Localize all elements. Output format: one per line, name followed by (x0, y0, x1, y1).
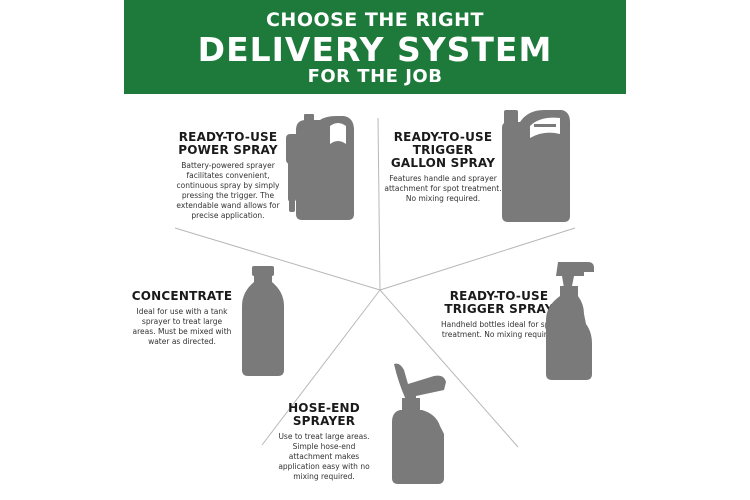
header-line-1: CHOOSE THE RIGHT (265, 9, 485, 31)
section-title: READY-TO-USE TRIGGER GALLON SPRAY (390, 130, 496, 170)
hose-end-sprayer-icon (392, 363, 446, 484)
section-trigger-spray: READY-TO-USE TRIGGER SPRAY Handheld bott… (440, 290, 558, 340)
section-trigger-gallon-spray: READY-TO-USE TRIGGER GALLON SPRAY Featur… (384, 131, 502, 204)
divider-upper-left (174, 227, 381, 291)
section-description: Features handle and sprayer attachment f… (384, 174, 502, 203)
gallon-jug-icon (502, 110, 570, 222)
section-power-spray: READY-TO-USE POWER SPRAY Battery-powered… (172, 131, 284, 221)
divider-top (377, 117, 381, 291)
section-description: Battery-powered sprayer facilitates conv… (176, 161, 280, 220)
section-description: Handheld bottles ideal for spot treatmen… (441, 320, 557, 339)
section-title: HOSE-END SPRAYER (288, 401, 360, 428)
section-hose-end-sprayer: HOSE-END SPRAYER Use to treat large area… (270, 402, 378, 482)
section-description: Ideal for use with a tank sprayer to tre… (132, 307, 232, 346)
concentrate-bottle-icon (242, 266, 284, 376)
header-title: DELIVERY SYSTEM (197, 30, 553, 69)
divider-lower-right (379, 289, 519, 448)
divider-lower-left (261, 289, 381, 446)
power-spray-jug-icon (286, 114, 354, 220)
section-title: CONCENTRATE (131, 289, 233, 303)
section-title: READY-TO-USE POWER SPRAY (178, 130, 278, 157)
header-line-3: FOR THE JOB (307, 66, 443, 87)
section-description: Use to treat large areas. Simple hose-en… (278, 432, 370, 481)
header-banner: CHOOSE THE RIGHT DELIVERY SYSTEM FOR THE… (124, 0, 626, 94)
section-concentrate: CONCENTRATE Ideal for use with a tank sp… (130, 290, 234, 347)
section-title: READY-TO-USE TRIGGER SPRAY (444, 289, 554, 316)
trigger-spray-bottle-icon (546, 262, 594, 380)
divider-upper-right (379, 227, 576, 291)
